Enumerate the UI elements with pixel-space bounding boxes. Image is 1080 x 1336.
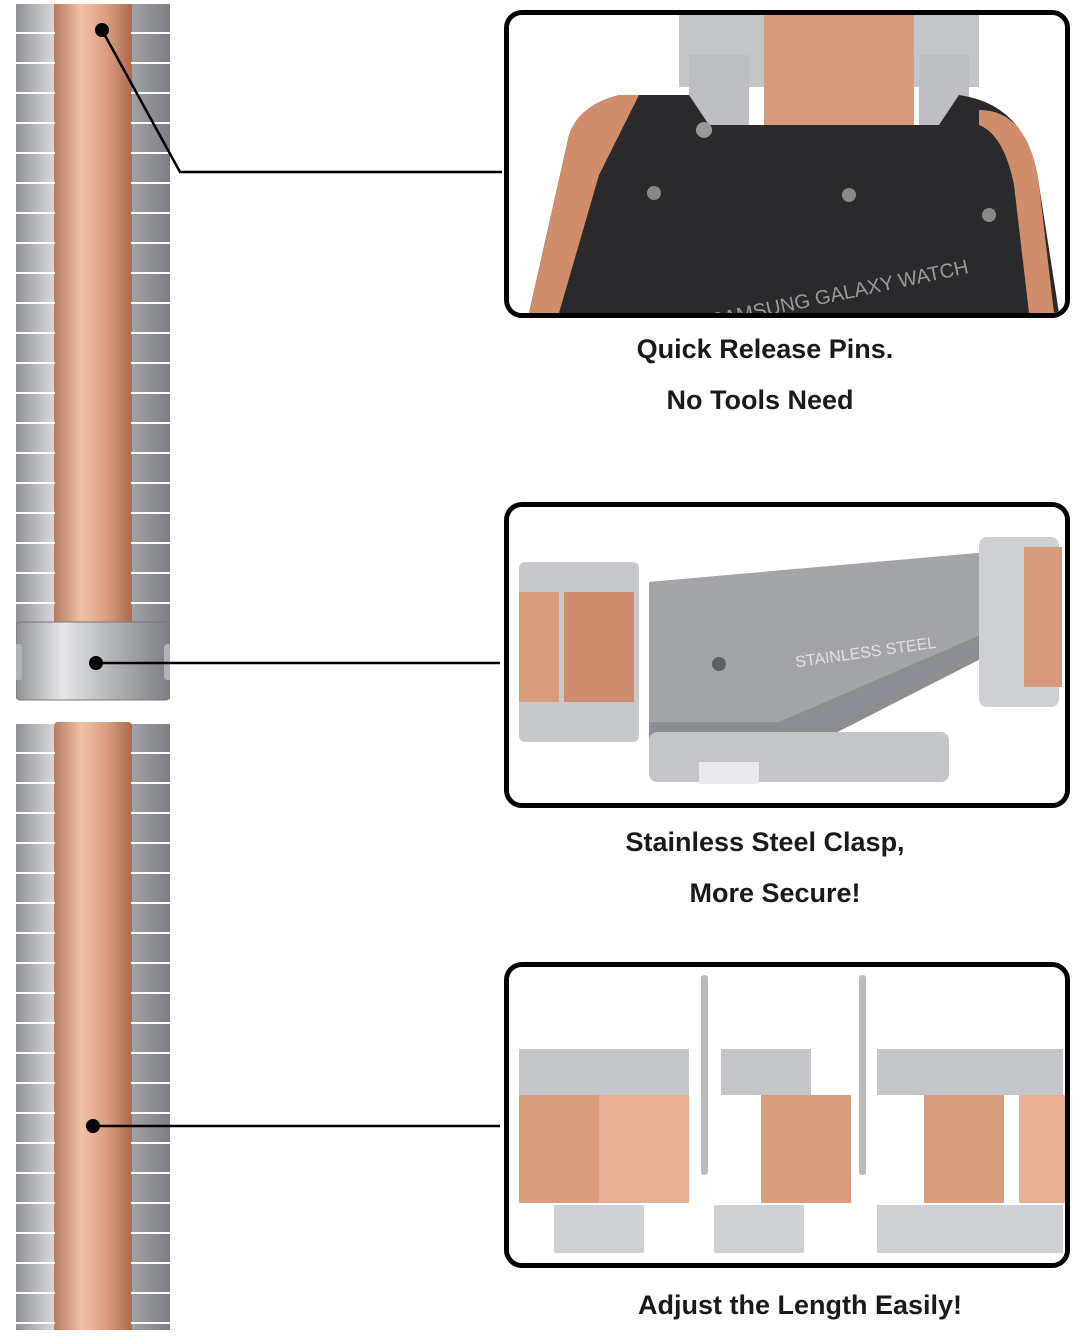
band-link-center <box>54 62 132 94</box>
band-link-center <box>54 4 132 34</box>
band-link-center <box>54 1112 132 1144</box>
band-link-center <box>54 272 132 304</box>
link-set-1 <box>519 1049 689 1253</box>
stainless-steel-clasp-panel: STAINLESS STEEL <box>504 502 1070 808</box>
feature-2-title: Stainless Steel Clasp, <box>625 827 905 857</box>
band-link-center <box>54 1052 132 1084</box>
band-link-center <box>54 872 132 904</box>
band-link-center <box>54 782 132 814</box>
band-link-center <box>54 452 132 484</box>
band-link-center <box>54 1082 132 1114</box>
band-link-center <box>54 722 132 754</box>
feature-1-title: Quick Release Pins. <box>636 334 894 364</box>
band-link-center <box>54 1322 132 1330</box>
band-link-center <box>54 392 132 424</box>
band-link-center <box>54 1232 132 1264</box>
band-link-center <box>54 152 132 184</box>
band-link-center <box>54 752 132 784</box>
band-link-center <box>54 182 132 214</box>
band-link-center <box>54 1022 132 1054</box>
feature-2-subtitle: More Secure! <box>689 878 861 908</box>
band-link-center <box>54 1202 132 1234</box>
band-link-center <box>54 812 132 844</box>
band-link-center <box>54 542 132 574</box>
band-link-center <box>54 932 132 964</box>
band-link-center <box>54 1292 132 1324</box>
band-link-center <box>54 212 132 244</box>
band-link-center <box>54 1142 132 1174</box>
band-link-center <box>54 302 132 334</box>
quick-release-pins-panel: SAMSUNG GALAXY WATCH <box>504 10 1070 318</box>
adjust-length-panel <box>504 962 1070 1268</box>
band-link-center <box>54 842 132 874</box>
band-link-center <box>54 992 132 1024</box>
band-link-center <box>54 1172 132 1204</box>
band-link-center <box>54 962 132 994</box>
link-set-2 <box>714 1049 851 1253</box>
band-link-center <box>54 422 132 454</box>
band-link-center <box>54 572 132 604</box>
band-link-center <box>54 332 132 364</box>
band-link-center <box>54 1262 132 1294</box>
band-link-center <box>54 362 132 394</box>
band-link-center <box>54 32 132 64</box>
band-link-center <box>54 902 132 934</box>
feature-3-title: Adjust the Length Easily! <box>637 1290 963 1320</box>
feature-1-subtitle: No Tools Need <box>666 385 854 415</box>
band-link-center <box>54 92 132 124</box>
band-link-center <box>54 122 132 154</box>
link-set-3 <box>877 1049 1065 1253</box>
watch-band-image <box>16 4 170 1330</box>
band-link-center <box>54 242 132 274</box>
band-link-center <box>54 512 132 544</box>
band-link-center <box>54 482 132 514</box>
